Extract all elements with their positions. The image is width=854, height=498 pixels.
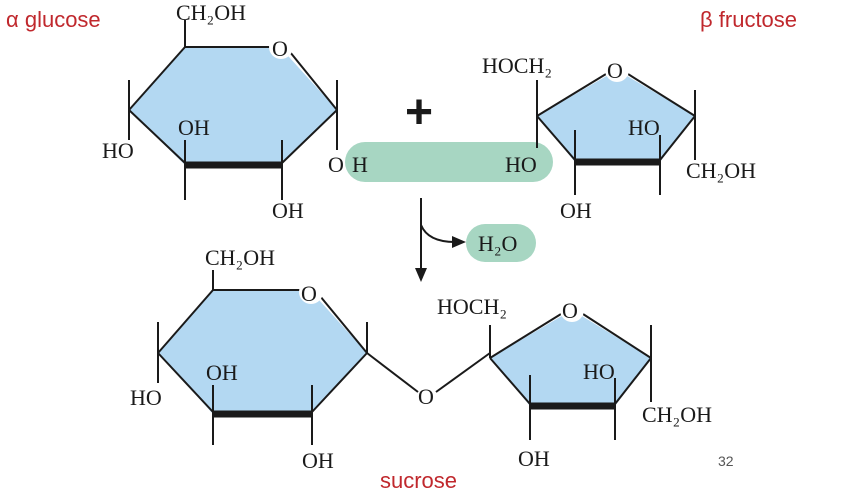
page-number: 32 <box>718 453 734 469</box>
sucrose-glucose-unit: CH₂OH O OH HO OH <box>130 245 368 473</box>
condensation-highlight <box>345 142 553 182</box>
glycosidic-bond: O <box>366 352 491 409</box>
water-label: H₂O <box>478 231 517 256</box>
fructose-ho-inner: HO <box>628 115 660 140</box>
fructose-ch2oh: CH₂OH <box>686 158 756 183</box>
sucrose-fructose-unit: HOCH₂ O HO CH₂OH OH <box>437 294 712 471</box>
plus-sign: + <box>405 86 433 139</box>
glucose-ch2oh: CH₂OH <box>176 0 246 25</box>
beta-fructose-molecule: HOCH₂ O HO HO CH₂OH OH <box>482 53 756 223</box>
beta-fructose-label: β fructose <box>700 7 797 32</box>
fructose-hoch2: HOCH₂ <box>482 53 552 78</box>
sucrose-fructose-hoch2: HOCH₂ <box>437 294 507 319</box>
alpha-glucose-label: α glucose <box>6 7 101 32</box>
glucose-o-right: O <box>328 152 344 177</box>
sucrose-glucose-ring-fill <box>158 290 367 414</box>
glycosidic-oxygen: O <box>418 384 434 409</box>
fructose-ring-oxygen: O <box>607 58 623 83</box>
sucrose-fructose-ch2oh: CH₂OH <box>642 402 712 427</box>
sucrose-label: sucrose <box>380 468 457 493</box>
sucrose-glucose-oh-inner: OH <box>206 360 238 385</box>
sucrose-glucose-ch2oh: CH₂OH <box>205 245 275 270</box>
fructose-oh-bottom: OH <box>560 198 592 223</box>
reaction-arrow <box>415 198 466 282</box>
fructose-ring-fill <box>537 70 695 162</box>
alpha-glucose-molecule: CH₂OH O OH HO OH O H <box>102 0 368 223</box>
sucrose-fructose-ho-inner: HO <box>583 359 615 384</box>
glucose-ho-left: HO <box>102 138 134 163</box>
glucose-ring-oxygen: O <box>272 36 288 61</box>
glucose-oh-inner: OH <box>178 115 210 140</box>
sucrose-glucose-ho-left: HO <box>130 385 162 410</box>
sucrose-glucose-oh-bottom: OH <box>302 448 334 473</box>
sucrose-glucose-ring-oxygen: O <box>301 281 317 306</box>
glucose-oh-bottom: OH <box>272 198 304 223</box>
water-highlight <box>466 224 536 262</box>
sucrose-fructose-ring-fill <box>490 310 651 406</box>
sucrose-fructose-oh-bottom: OH <box>518 446 550 471</box>
glucose-h-right: H <box>352 152 368 177</box>
glucose-ring-fill <box>129 47 337 165</box>
fructose-ho-left: HO <box>505 152 537 177</box>
sucrose-fructose-ring-oxygen: O <box>562 298 578 323</box>
